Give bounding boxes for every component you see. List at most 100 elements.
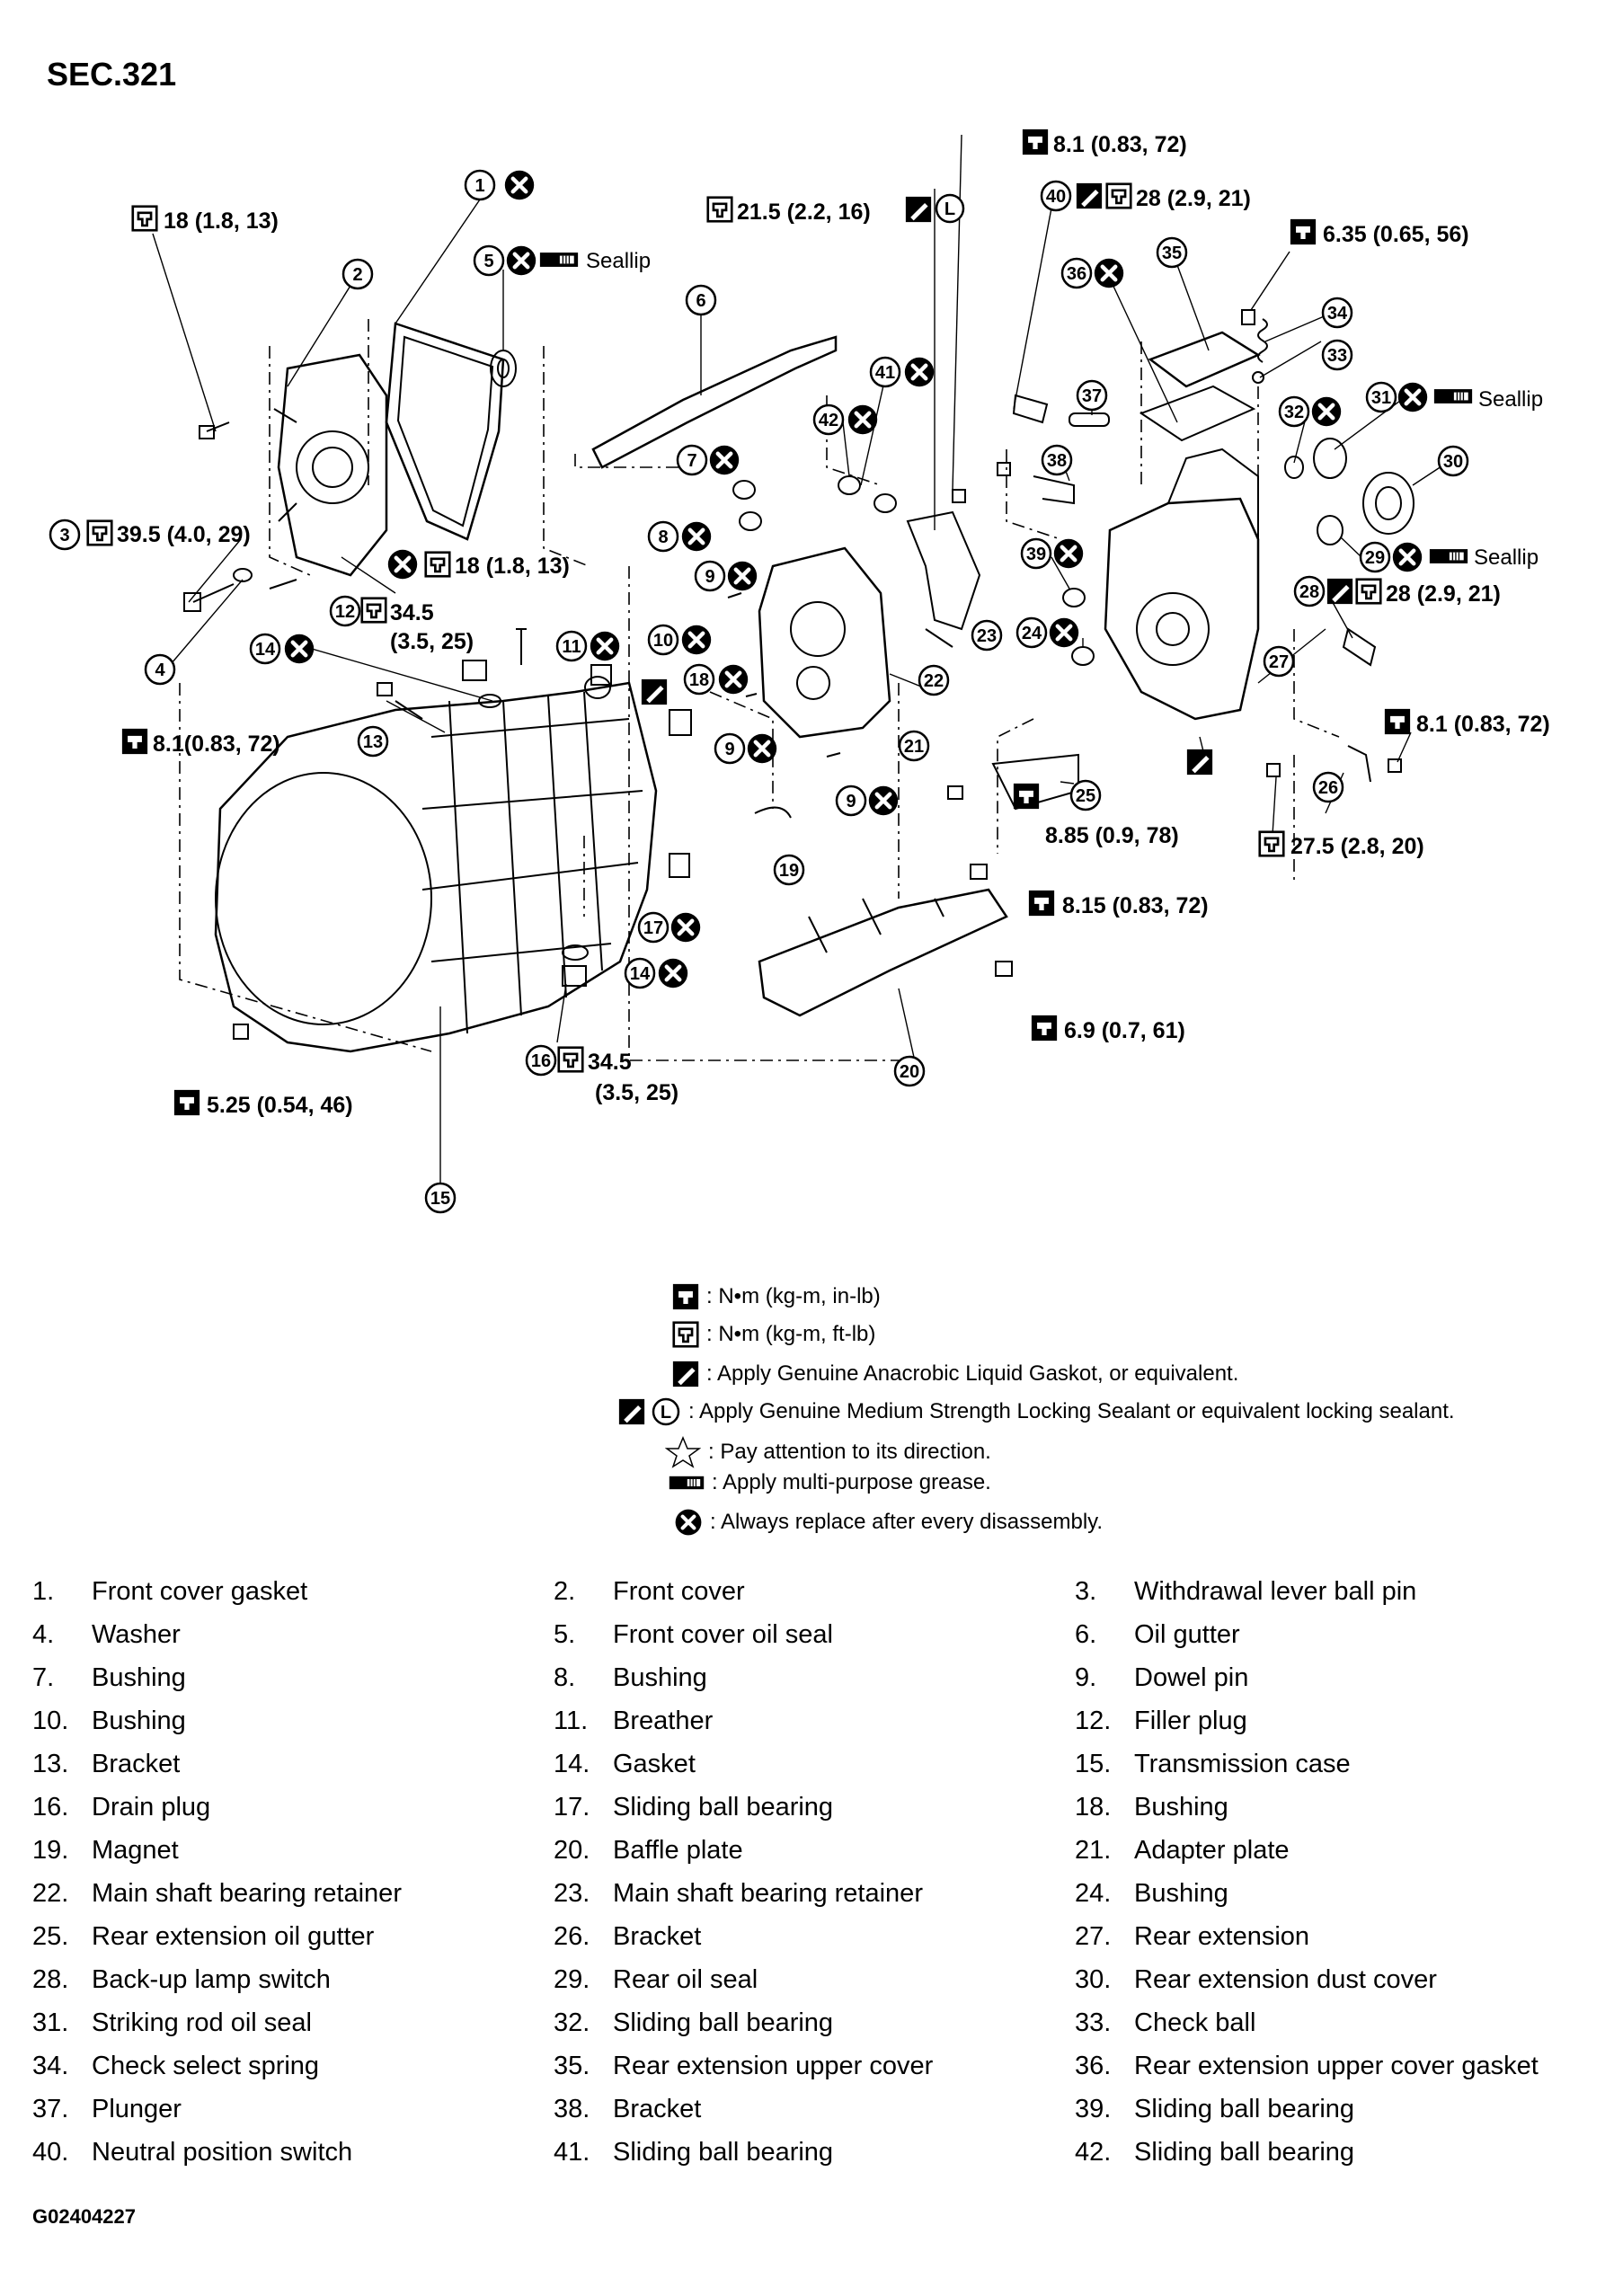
list-item: 7.Bushing: [32, 1663, 186, 1692]
list-item: 40.Neutral position switch: [32, 2138, 353, 2167]
list-item: 32.Sliding ball bearing: [554, 2008, 834, 2037]
list-item: 25.Rear extension oil gutter: [32, 1922, 375, 1951]
torque-label: 18 (1.8, 13): [164, 208, 279, 234]
list-item: 1.Front cover gasket: [32, 1577, 308, 1606]
svg-text:9: 9: [724, 740, 734, 759]
svg-text:31: 31: [1371, 388, 1391, 408]
replace-icon: [905, 358, 934, 386]
legend-row: : N•m (kg-m, in-lb): [672, 1283, 881, 1310]
torque-label: 8.15 (0.83, 72): [1062, 893, 1209, 918]
svg-text:25: 25: [1076, 786, 1095, 806]
svg-text:L: L: [944, 199, 955, 219]
list-item: 9.Dowel pin: [1075, 1663, 1249, 1692]
svg-text:24: 24: [1022, 624, 1042, 643]
replace-icon: [388, 550, 417, 579]
svg-text:3: 3: [59, 526, 69, 545]
svg-text:39: 39: [1026, 545, 1046, 564]
callout-36: 36: [1060, 257, 1093, 289]
callout-13: 13: [357, 725, 389, 758]
callout-37: 37: [1076, 379, 1108, 412]
svg-text:27: 27: [1269, 652, 1289, 672]
list-item: 42.Sliding ball bearing: [1075, 2138, 1355, 2167]
seallip-label: Seallip: [1474, 545, 1539, 570]
svg-text:20: 20: [900, 1062, 919, 1082]
torque-label: 6.35 (0.65, 56): [1323, 222, 1469, 247]
list-item: 35.Rear extension upper cover: [554, 2052, 934, 2080]
section-title: SEC.321: [47, 56, 177, 93]
list-item: 13.Bracket: [32, 1750, 181, 1778]
list-item: 4.Washer: [32, 1620, 181, 1649]
torque-label: 8.1 (0.83, 72): [1053, 132, 1187, 157]
replace-icon: [719, 665, 748, 694]
callout-39: 39: [1020, 537, 1052, 570]
replace-icon: [1398, 383, 1427, 412]
replace-icon: [285, 634, 314, 663]
callout-21: 21: [898, 730, 930, 762]
list-item: 15.Transmission case: [1075, 1750, 1351, 1778]
list-item: 41.Sliding ball bearing: [554, 2138, 834, 2167]
callout-23: 23: [971, 619, 1003, 652]
exploded-view-diagram: 1 2 3 4 5 6 7 8 9 9 9 10 11 12 13 14 14 …: [49, 129, 1550, 1214]
legend-row: L : Apply Genuine Medium Strength Lockin…: [618, 1396, 1455, 1427]
torque-label: 28 (2.9, 21): [1136, 186, 1251, 211]
legend-row: : N•m (kg-m, ft-lb): [672, 1321, 875, 1348]
list-item: 12.Filler plug: [1075, 1706, 1247, 1735]
svg-text:9: 9: [846, 792, 856, 811]
callout-30: 30: [1437, 445, 1469, 477]
svg-text:10: 10: [653, 631, 673, 651]
grease-icon: [669, 1473, 705, 1493]
anaerobic-sealant-icon: [672, 1361, 699, 1387]
callout-4: 4: [144, 653, 176, 686]
svg-text:28: 28: [1299, 582, 1319, 602]
torque-label: 28 (2.9, 21): [1386, 581, 1501, 607]
list-item: 33.Check ball: [1075, 2008, 1256, 2037]
torque-label: 34.5: [390, 600, 434, 625]
list-item: 2.Front cover: [554, 1577, 745, 1606]
callout-14b: 14: [624, 957, 656, 989]
replace-icon: [710, 446, 739, 474]
torque-label: 21.5 (2.2, 16): [737, 199, 871, 225]
svg-text:15: 15: [430, 1189, 450, 1209]
callout-18: 18: [683, 663, 715, 696]
svg-text:17: 17: [643, 918, 663, 938]
list-item: 34.Check select spring: [32, 2052, 320, 2080]
svg-text:L: L: [661, 1403, 671, 1423]
svg-text:12: 12: [335, 602, 355, 622]
callout-20: 20: [893, 1055, 926, 1087]
replace-icon: [848, 405, 877, 434]
callout-11: 11: [555, 630, 588, 662]
torque-label: 8.1 (0.83, 72): [1416, 712, 1550, 737]
callout-22: 22: [918, 664, 950, 696]
svg-text:18: 18: [689, 670, 709, 690]
star-icon: [665, 1436, 701, 1468]
svg-text:19: 19: [779, 861, 799, 881]
list-item: 29.Rear oil seal: [554, 1965, 758, 1994]
svg-text:8: 8: [658, 527, 668, 547]
spec-symbols: L: [86, 129, 1473, 1116]
list-item: 24.Bushing: [1075, 1879, 1228, 1908]
seallip-label: Seallip: [1478, 387, 1543, 412]
list-item: 21.Adapter plate: [1075, 1836, 1290, 1865]
callout-35: 35: [1156, 236, 1188, 269]
svg-text:33: 33: [1327, 346, 1347, 366]
callout-8: 8: [647, 520, 679, 553]
torque-label: 27.5 (2.8, 20): [1290, 834, 1424, 859]
list-item: 3.Withdrawal lever ball pin: [1075, 1577, 1417, 1606]
svg-text:35: 35: [1162, 244, 1182, 263]
callout-33: 33: [1321, 339, 1353, 371]
list-item: 5.Front cover oil seal: [554, 1620, 833, 1649]
callout-31: 31: [1365, 381, 1397, 413]
callout-32: 32: [1278, 395, 1310, 428]
callout-15: 15: [424, 1182, 457, 1214]
svg-text:5: 5: [483, 252, 493, 271]
callout-28: 28: [1293, 575, 1326, 607]
replace-marks: [285, 171, 1427, 988]
seallip-label: Seallip: [586, 249, 651, 273]
torque-label: 8.85 (0.9, 78): [1045, 823, 1179, 848]
replace-icon: [1095, 259, 1123, 288]
legend-row: : Pay attention to its direction.: [665, 1436, 991, 1468]
callout-34: 34: [1321, 297, 1353, 329]
replace-icon: [674, 1508, 703, 1537]
svg-text:11: 11: [562, 637, 581, 657]
callout-9a: 9: [694, 560, 726, 592]
